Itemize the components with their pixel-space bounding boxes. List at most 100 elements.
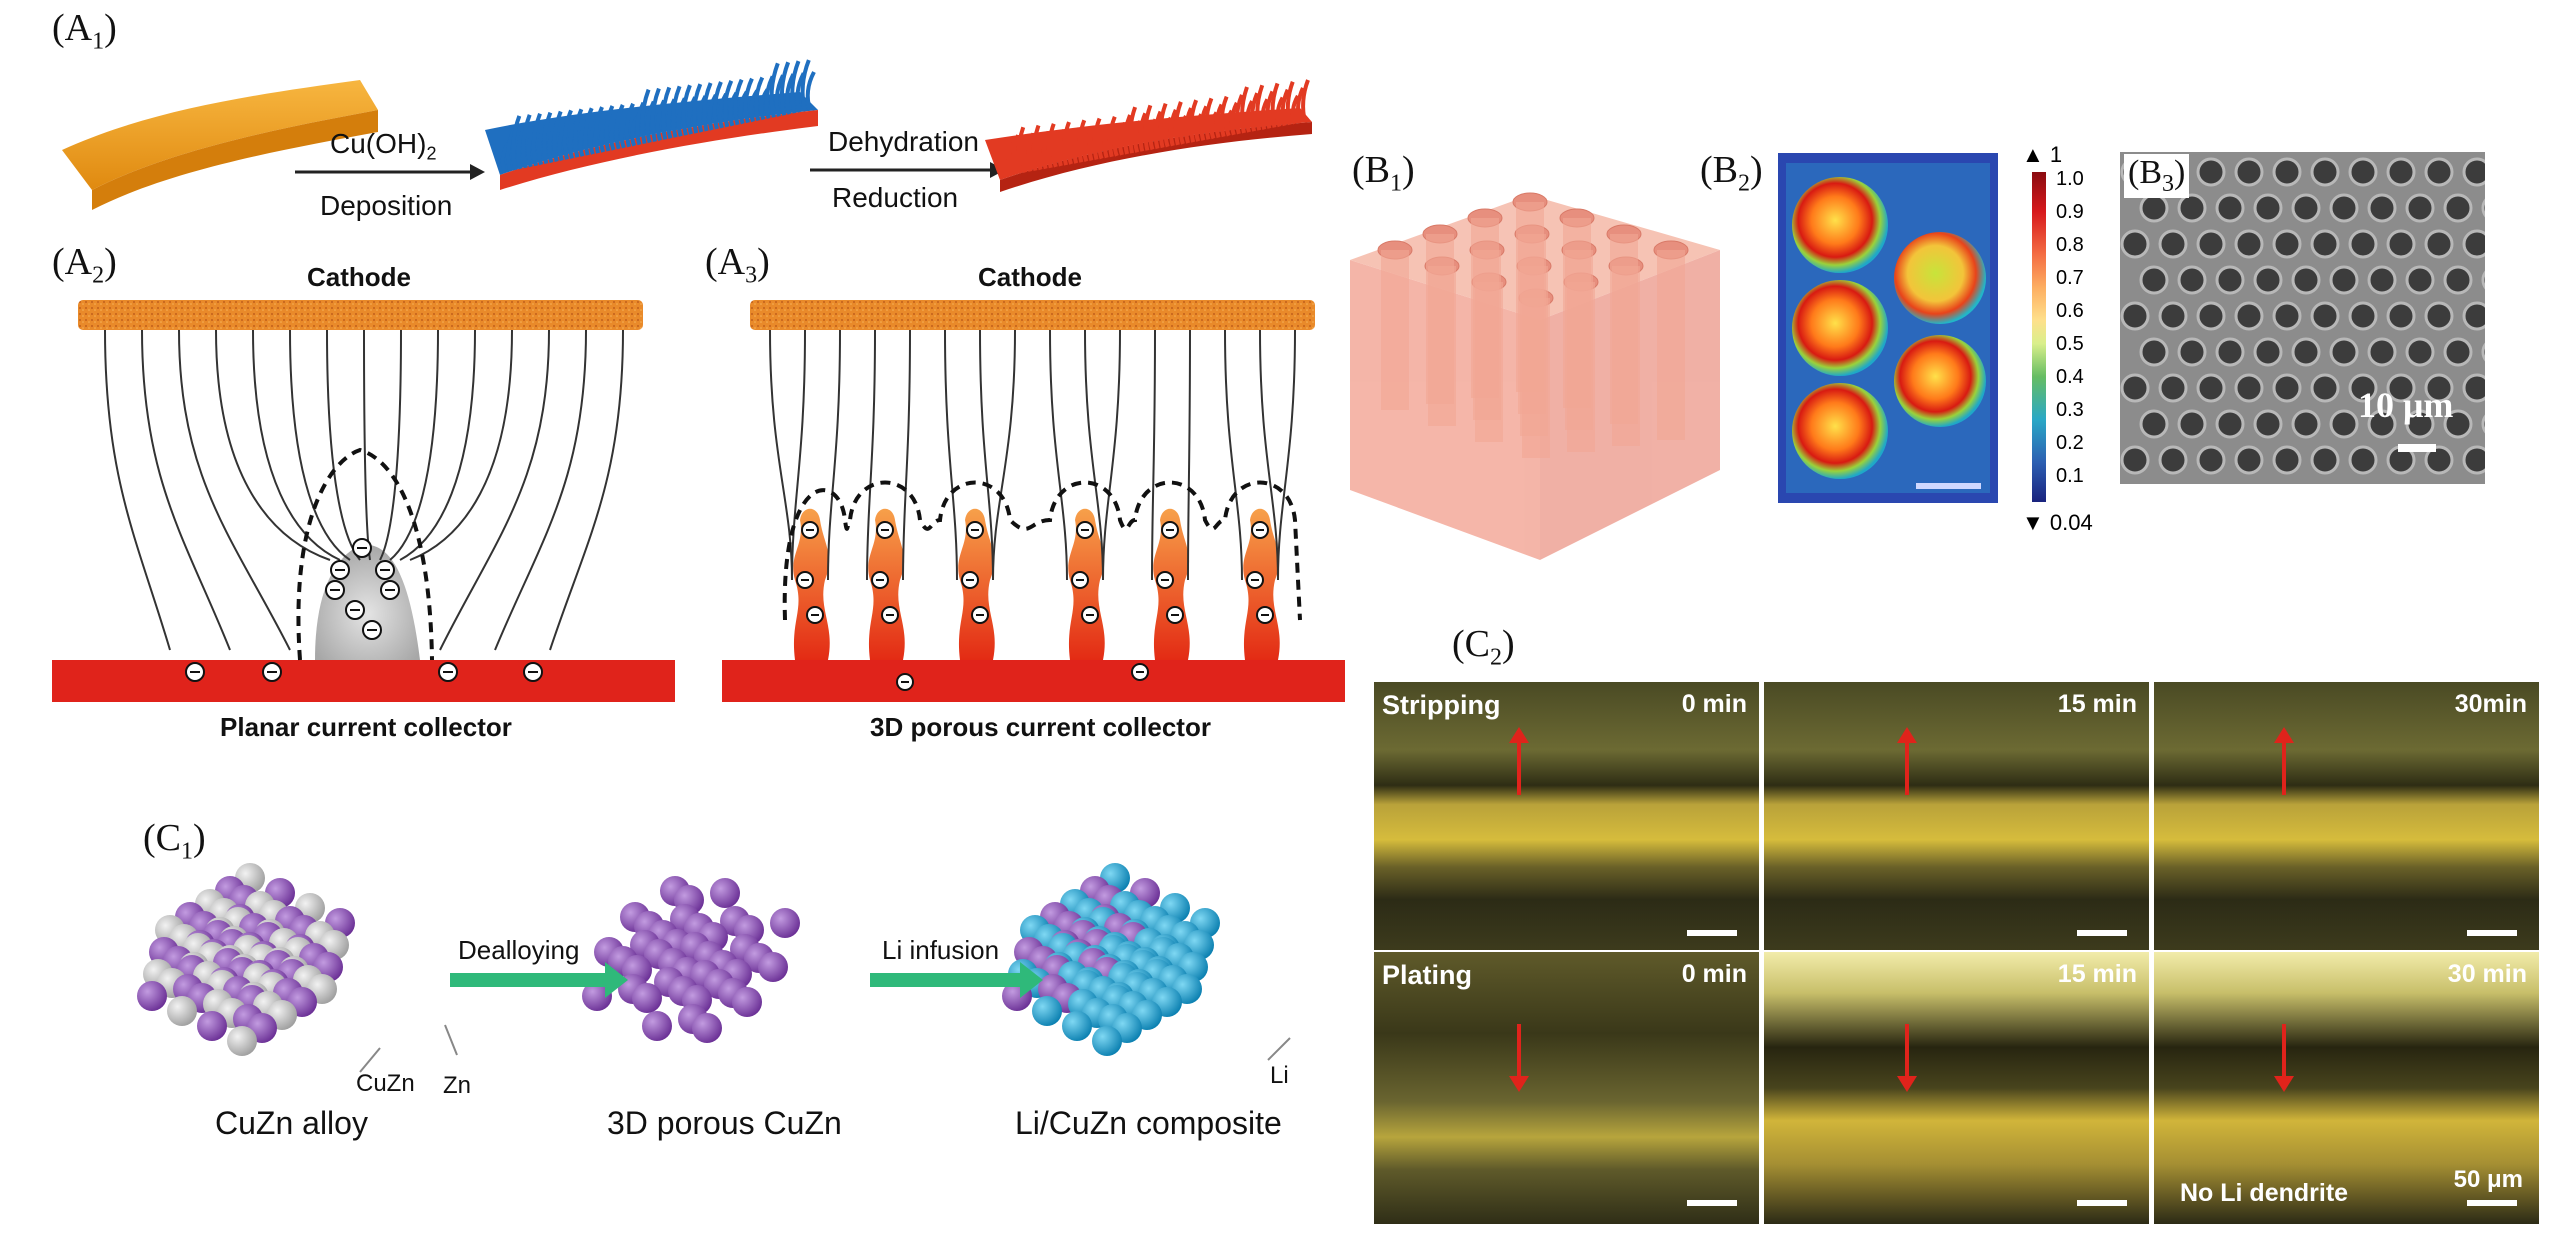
nanowire [764, 75, 775, 119]
sem-pore [2177, 193, 2207, 223]
sem-pore [2443, 337, 2473, 367]
electron-icon [1166, 606, 1184, 624]
sem-pore [2196, 157, 2226, 187]
b2-current-density-map [1778, 153, 1998, 503]
b2-colorbar-tick: 0.8 [2056, 234, 2084, 256]
c1-step1-label: Dealloying [458, 935, 580, 965]
field-line [439, 329, 550, 651]
nanowire [1067, 135, 1076, 165]
sem-pore [2386, 157, 2416, 187]
atom-sphere [1092, 1026, 1122, 1056]
sem-pore [2462, 373, 2485, 403]
field-line [827, 329, 841, 581]
field-line [902, 329, 911, 581]
arrow-up-icon [1897, 727, 1917, 795]
nanowire [635, 101, 646, 146]
electron-icon [325, 580, 345, 600]
nanowire [1133, 120, 1142, 153]
a2-planar-collector [52, 660, 675, 702]
sem-pore [2120, 229, 2150, 259]
a3-collector-label: 3D porous current collector [870, 712, 1211, 742]
nanowire [1123, 114, 1132, 155]
nanowire [743, 77, 754, 124]
electron-icon [801, 521, 819, 539]
pore-channel [1471, 218, 1499, 398]
sem-pore [2234, 373, 2264, 403]
c1-cuzn-label: CuZn [356, 1070, 415, 1097]
sem-pore [2348, 229, 2378, 259]
sem-pore [2253, 265, 2283, 295]
nanowire [1046, 123, 1056, 169]
panel-label-c2: (C2) [1452, 623, 1515, 671]
nanowire [1097, 131, 1107, 160]
nanowire [562, 109, 573, 160]
sem-pore [2215, 409, 2245, 439]
cuoh2-nanowire-sheet-icon [485, 59, 818, 190]
c2-frame-plating-1: 15 min [1762, 950, 2151, 1226]
electron-icon [796, 571, 814, 589]
c1-zn-label: Zn [443, 1072, 472, 1099]
nanowire [1138, 112, 1148, 152]
nanowire [1158, 102, 1168, 149]
sem-pore [2177, 265, 2207, 295]
sem-pore [2253, 409, 2283, 439]
nanowire [1021, 140, 1031, 173]
b2-colorbar-tick: 0.6 [2056, 300, 2084, 322]
sem-pore [2367, 409, 2397, 439]
sem-pore [2177, 409, 2207, 439]
nanowire [1112, 129, 1122, 157]
field-line [1084, 329, 1104, 581]
c2-time-label: 0 min [1681, 960, 1747, 988]
sem-pore [2120, 301, 2150, 331]
sem-pore [2386, 301, 2416, 331]
b2-colorbar-bottom-label: ▼ 0.04 [2022, 510, 2093, 535]
nanowire [1077, 119, 1087, 163]
nanowire [511, 115, 522, 171]
b3-sem-image: (B3) 10 μm [2120, 152, 2485, 484]
nanowire [712, 81, 723, 130]
field-line [215, 329, 331, 561]
field-line [289, 329, 351, 561]
sem-pore [2405, 193, 2435, 223]
field-line [1049, 329, 1068, 581]
nanowire [1148, 118, 1158, 151]
electron-icon [871, 571, 889, 589]
sem-pore [2158, 301, 2188, 331]
atom-sphere [770, 908, 800, 938]
nanowire [604, 105, 615, 152]
pore-channel [1381, 250, 1409, 410]
field-line [252, 329, 341, 561]
sem-pore [2139, 265, 2169, 295]
field-line [992, 329, 1016, 581]
atom-sphere [227, 1026, 257, 1056]
sem-pore [2462, 301, 2485, 331]
field-line [1224, 329, 1243, 581]
nanowire [790, 60, 801, 114]
sem-pore [2443, 265, 2473, 295]
sem-pore [2348, 157, 2378, 187]
nanowire [1006, 142, 1015, 176]
sem-pore [2158, 229, 2188, 259]
a3-field-line-dashed [782, 480, 1302, 621]
sem-pore [2443, 409, 2473, 439]
nanowire [1102, 123, 1112, 159]
nanowire [805, 71, 816, 111]
atom-sphere [1032, 996, 1062, 1026]
nanowire [650, 87, 661, 142]
sem-pore [2462, 157, 2485, 187]
sem-pore [2462, 229, 2485, 259]
nanowire [1270, 82, 1280, 128]
nanowire [671, 85, 682, 138]
c2-time-label: 30 min [2447, 960, 2527, 988]
electron-icon [961, 571, 979, 589]
sem-pore [2481, 342, 2485, 362]
electron-icon [966, 521, 984, 539]
c2-time-label: 15 min [2057, 960, 2137, 988]
arrow-down-icon [2274, 1024, 2294, 1092]
nanowire [1057, 129, 1066, 167]
panel-label-a2: (A2) [52, 241, 117, 289]
c2-scale-label: 50 μm [2453, 1166, 2523, 1193]
nanowire [681, 84, 692, 136]
nanowire [1214, 103, 1224, 139]
